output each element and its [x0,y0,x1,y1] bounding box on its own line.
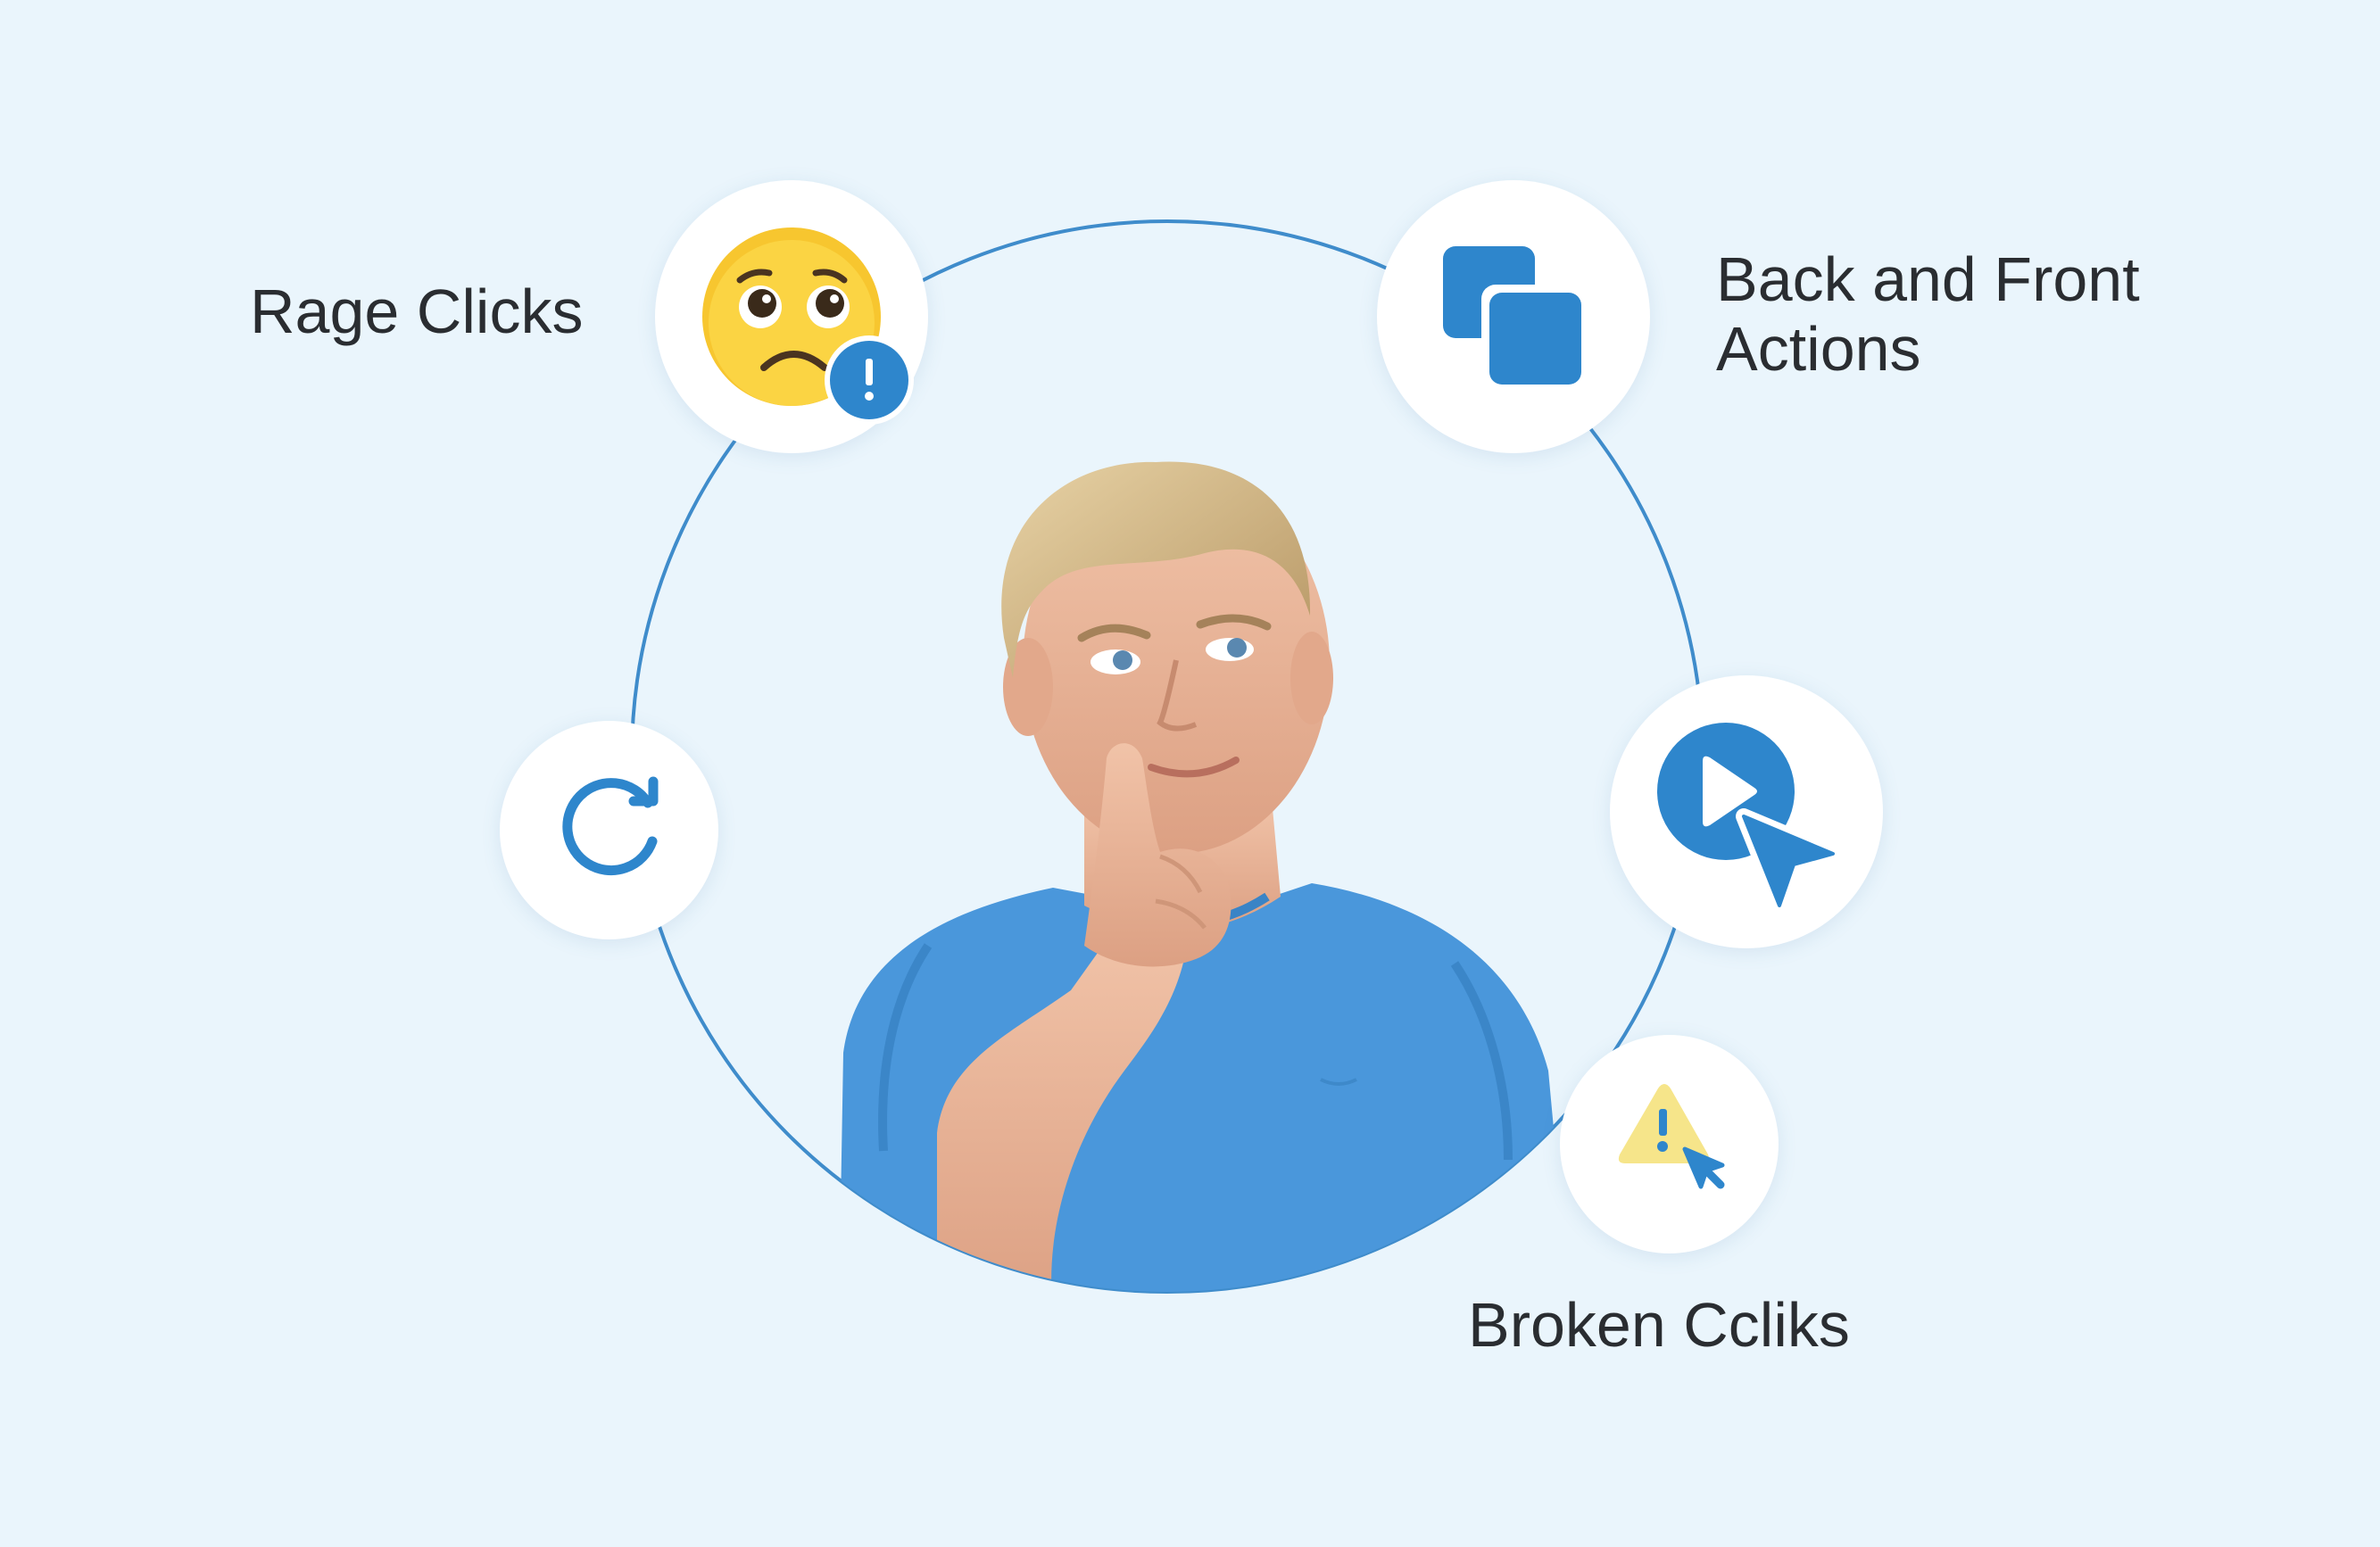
broken-clicks-label: Broken Ccliks [1468,1290,1850,1360]
back-front-badge [1377,180,1650,453]
broken-clicks-badge [1560,1035,1779,1253]
warning-cursor-icon [1618,1084,1725,1189]
refresh-badge [500,721,718,939]
refresh-icon [562,776,659,876]
rage-clicks-badge [655,180,928,453]
worried-face-alert-icon [702,228,914,425]
rage-clicks-label: Rage Clicks [250,277,584,346]
play-cursor-icon [1657,723,1841,914]
back-front-label-line2: Actions [1716,314,1921,385]
back-front-label-line1: Back and Front [1716,244,2140,314]
overlapping-squares-icon [1443,246,1587,390]
session-replay-badge [1610,675,1883,948]
back-front-label: Back and Front Actions [1716,244,2140,385]
thinking-person-photo [839,461,1571,1292]
